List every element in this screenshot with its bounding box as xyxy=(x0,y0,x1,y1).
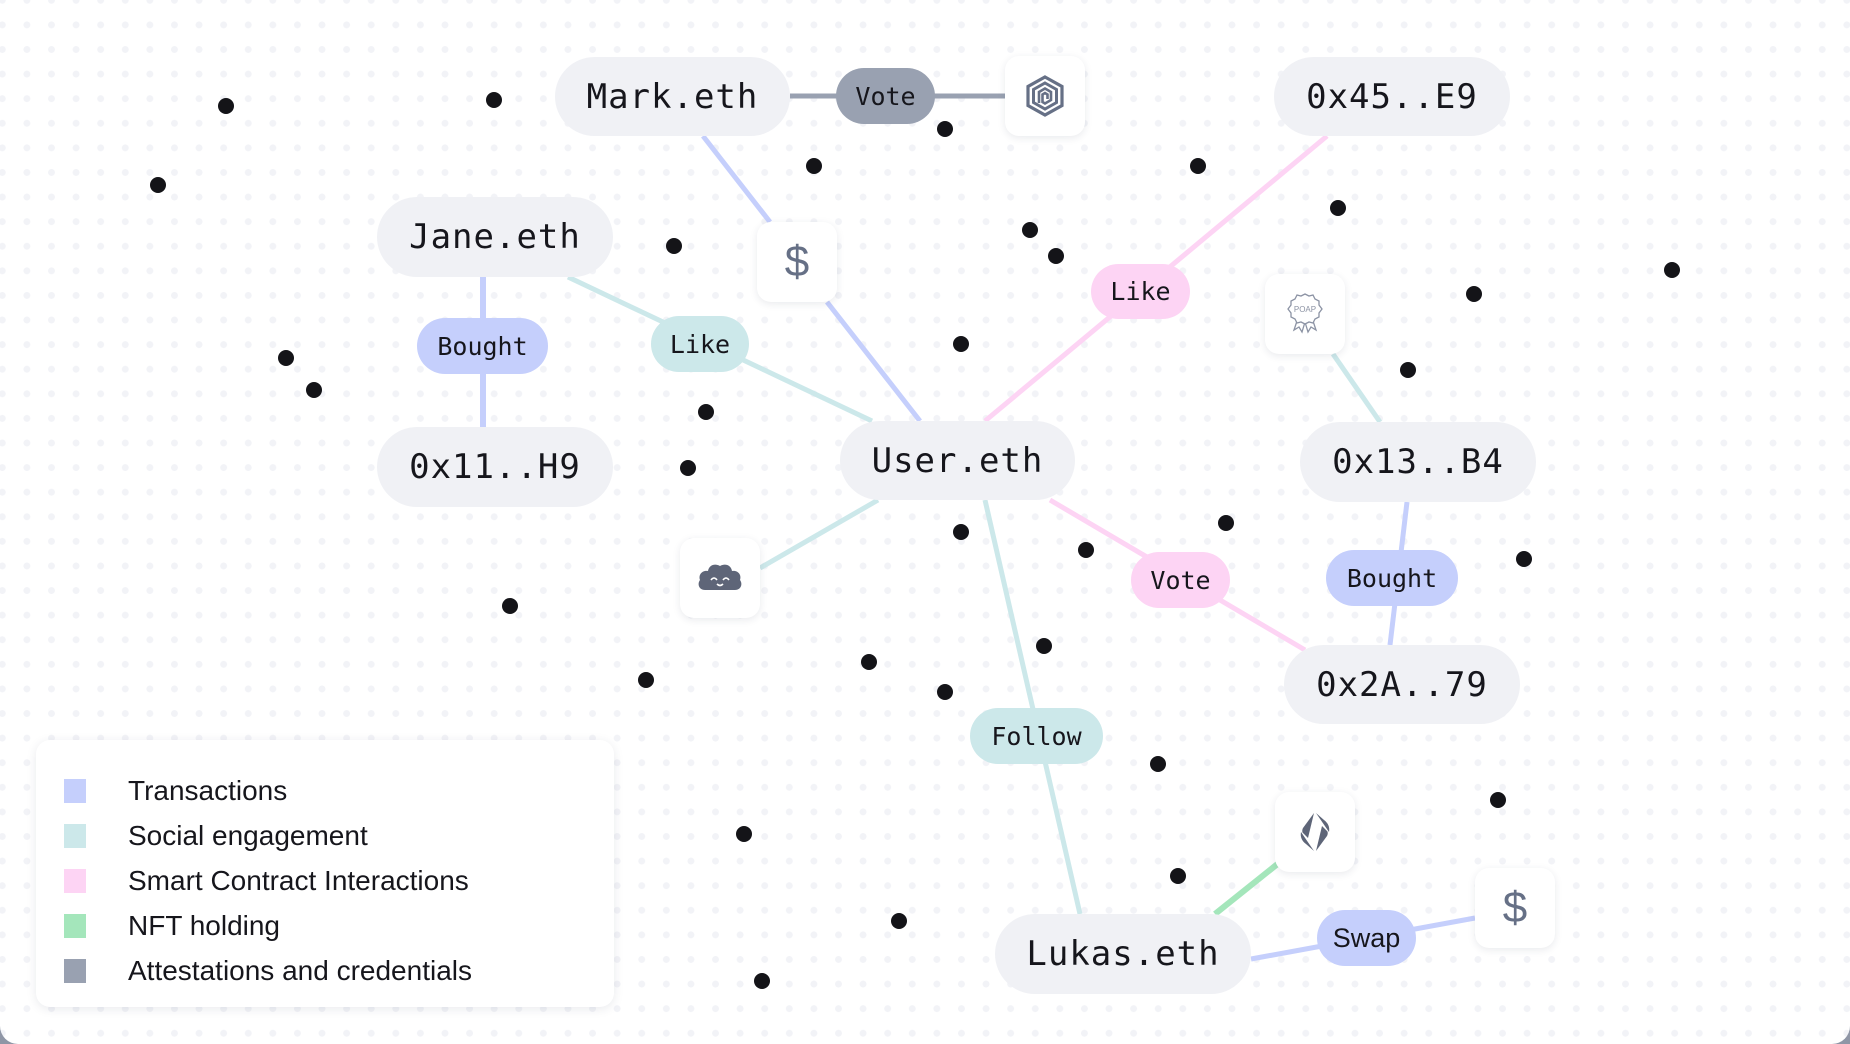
legend-swatch xyxy=(64,913,86,938)
edge-label-like-social[interactable]: Like xyxy=(651,316,749,372)
scatter-dot xyxy=(953,524,969,540)
scatter-dot xyxy=(1490,792,1506,808)
poap-text: POAP xyxy=(1294,305,1316,314)
legend-label: NFT holding xyxy=(128,909,281,941)
scatter-dot xyxy=(736,826,752,842)
scatter-dot xyxy=(891,913,907,929)
node-0x11[interactable]: 0x11..H9 xyxy=(377,427,613,507)
legend: Transactions Social engagement Smart Con… xyxy=(36,740,614,1007)
scatter-dot xyxy=(278,350,294,366)
legend-item-transactions: Transactions xyxy=(64,768,614,813)
node-jane-eth[interactable]: Jane.eth xyxy=(377,197,613,277)
edge-label-like-smart[interactable]: Like xyxy=(1091,264,1190,319)
node-0x13[interactable]: 0x13..B4 xyxy=(1300,422,1536,502)
edge-label-swap[interactable]: Swap xyxy=(1317,910,1416,966)
legend-label: Smart Contract Interactions xyxy=(128,864,469,896)
edge-mark-dollar xyxy=(701,134,772,224)
node-0x2a[interactable]: 0x2A..79 xyxy=(1284,645,1520,724)
edge-user-lukas xyxy=(982,499,1083,915)
node-mark-eth[interactable]: Mark.eth xyxy=(555,57,790,136)
scatter-dot xyxy=(861,654,877,670)
legend-swatch xyxy=(64,958,86,983)
scatter-dot xyxy=(486,92,502,108)
scatter-dot xyxy=(218,98,234,114)
scatter-dot xyxy=(806,158,822,174)
scatter-dot xyxy=(937,121,953,137)
dollar-node-top[interactable]: $ xyxy=(757,222,837,302)
ens-logo-icon xyxy=(1300,813,1330,851)
poap-node[interactable]: POAP xyxy=(1265,274,1345,354)
edge-lukas-ens xyxy=(1213,859,1282,917)
legend-item-social: Social engagement xyxy=(64,813,614,858)
scatter-dot xyxy=(1048,248,1064,264)
edge-label-vote-attest[interactable]: Vote xyxy=(836,68,935,124)
scatter-dot xyxy=(306,382,322,398)
node-lukas-eth[interactable]: Lukas.eth xyxy=(995,914,1251,994)
scatter-dot xyxy=(1150,756,1166,772)
edge-poap-0x13 xyxy=(1330,352,1383,424)
scatter-dot xyxy=(1400,362,1416,378)
scatter-dot xyxy=(953,336,969,352)
scatter-dot xyxy=(1330,200,1346,216)
scatter-dot xyxy=(666,238,682,254)
hexagon-spiral-icon xyxy=(1026,75,1064,117)
legend-label: Attestations and credentials xyxy=(128,954,472,986)
scatter-dot xyxy=(502,598,518,614)
legend-swatch xyxy=(64,868,86,893)
scatter-dot xyxy=(1664,262,1680,278)
scatter-dot xyxy=(638,672,654,688)
scatter-dot xyxy=(1170,868,1186,884)
legend-label: Transactions xyxy=(128,774,288,806)
legend-item-smart-contract: Smart Contract Interactions xyxy=(64,858,614,903)
scatter-dot xyxy=(1516,551,1532,567)
dollar-icon: $ xyxy=(1502,883,1528,932)
edge-label-bought-right[interactable]: Bought xyxy=(1326,550,1458,606)
edge-dollar-user xyxy=(825,300,922,423)
scatter-dot xyxy=(937,684,953,700)
legend-swatch xyxy=(64,778,86,803)
node-0x45[interactable]: 0x45..E9 xyxy=(1274,57,1510,136)
legend-item-attestations: Attestations and credentials xyxy=(64,948,614,993)
legend-swatch xyxy=(64,823,86,848)
scatter-dot xyxy=(698,404,714,420)
scatter-dot xyxy=(1036,638,1052,654)
scatter-dot xyxy=(150,177,166,193)
legend-item-nft: NFT holding xyxy=(64,903,614,948)
ens-node[interactable] xyxy=(1275,792,1355,872)
scatter-dot xyxy=(1078,542,1094,558)
scatter-dot xyxy=(680,460,696,476)
node-user-eth[interactable]: User.eth xyxy=(840,421,1075,500)
dollar-icon: $ xyxy=(784,237,810,286)
scatter-dot xyxy=(1190,158,1206,174)
scatter-dot xyxy=(754,973,770,989)
protocol-hex-node[interactable] xyxy=(1005,56,1085,136)
cloud-face-icon xyxy=(698,564,742,590)
edge-label-follow[interactable]: Follow xyxy=(970,708,1103,764)
edge-label-bought-left[interactable]: Bought xyxy=(417,318,548,374)
cloud-node[interactable] xyxy=(680,538,760,618)
scatter-dot xyxy=(1218,515,1234,531)
edge-label-vote-smart[interactable]: Vote xyxy=(1131,552,1230,608)
scatter-dot xyxy=(1466,286,1482,302)
poap-badge-icon: POAP xyxy=(1287,293,1323,334)
dollar-node-bottom[interactable]: $ xyxy=(1475,868,1555,948)
legend-label: Social engagement xyxy=(128,819,368,851)
edge-user-cloud xyxy=(758,497,880,571)
scatter-dot xyxy=(1022,222,1038,238)
